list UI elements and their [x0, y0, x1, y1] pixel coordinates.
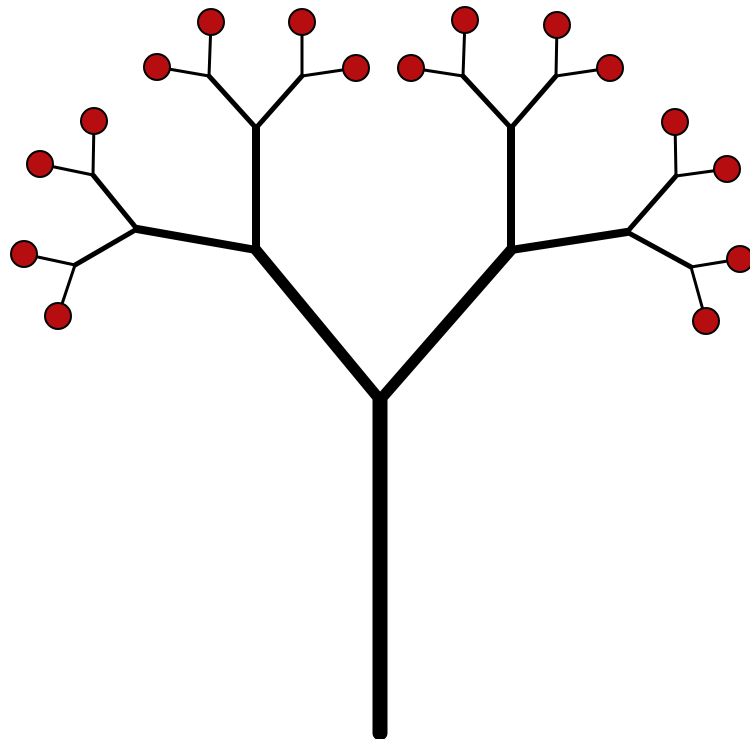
leaf-node-10	[398, 55, 424, 81]
branch-left-inner-right	[256, 76, 302, 128]
tree-leaves	[11, 7, 750, 334]
branch-right-outer-lower	[627, 232, 691, 267]
leaf-node-3	[11, 241, 37, 267]
leaf-node-15	[727, 246, 750, 272]
leaf-node-5	[198, 9, 224, 35]
branch-right-inner-left	[463, 76, 511, 128]
leaf-node-11	[544, 12, 570, 38]
branch-right-main	[380, 250, 511, 400]
branch-left-main	[256, 250, 380, 400]
branch-right-outer	[511, 232, 627, 250]
leaf-node-7	[289, 9, 315, 35]
leaf-node-12	[597, 55, 623, 81]
branch-left-outer-upper	[93, 175, 137, 229]
tree-branches	[24, 20, 740, 733]
branch-right-inner-right	[511, 76, 556, 128]
branch-left-outer	[137, 229, 256, 250]
leaf-node-13	[662, 109, 688, 135]
leaf-node-1	[81, 108, 107, 134]
branch-left-outer-lower	[75, 229, 137, 265]
leaf-node-9	[452, 7, 478, 33]
leaf-node-2	[27, 151, 53, 177]
branch-right-outer-upper	[627, 176, 676, 232]
leaf-node-4	[45, 303, 71, 329]
leaf-node-8	[343, 55, 369, 81]
leaf-node-6	[144, 54, 170, 80]
leaf-node-14	[714, 156, 740, 182]
leaf-node-16	[693, 308, 719, 334]
branch-left-inner-left	[209, 76, 256, 128]
